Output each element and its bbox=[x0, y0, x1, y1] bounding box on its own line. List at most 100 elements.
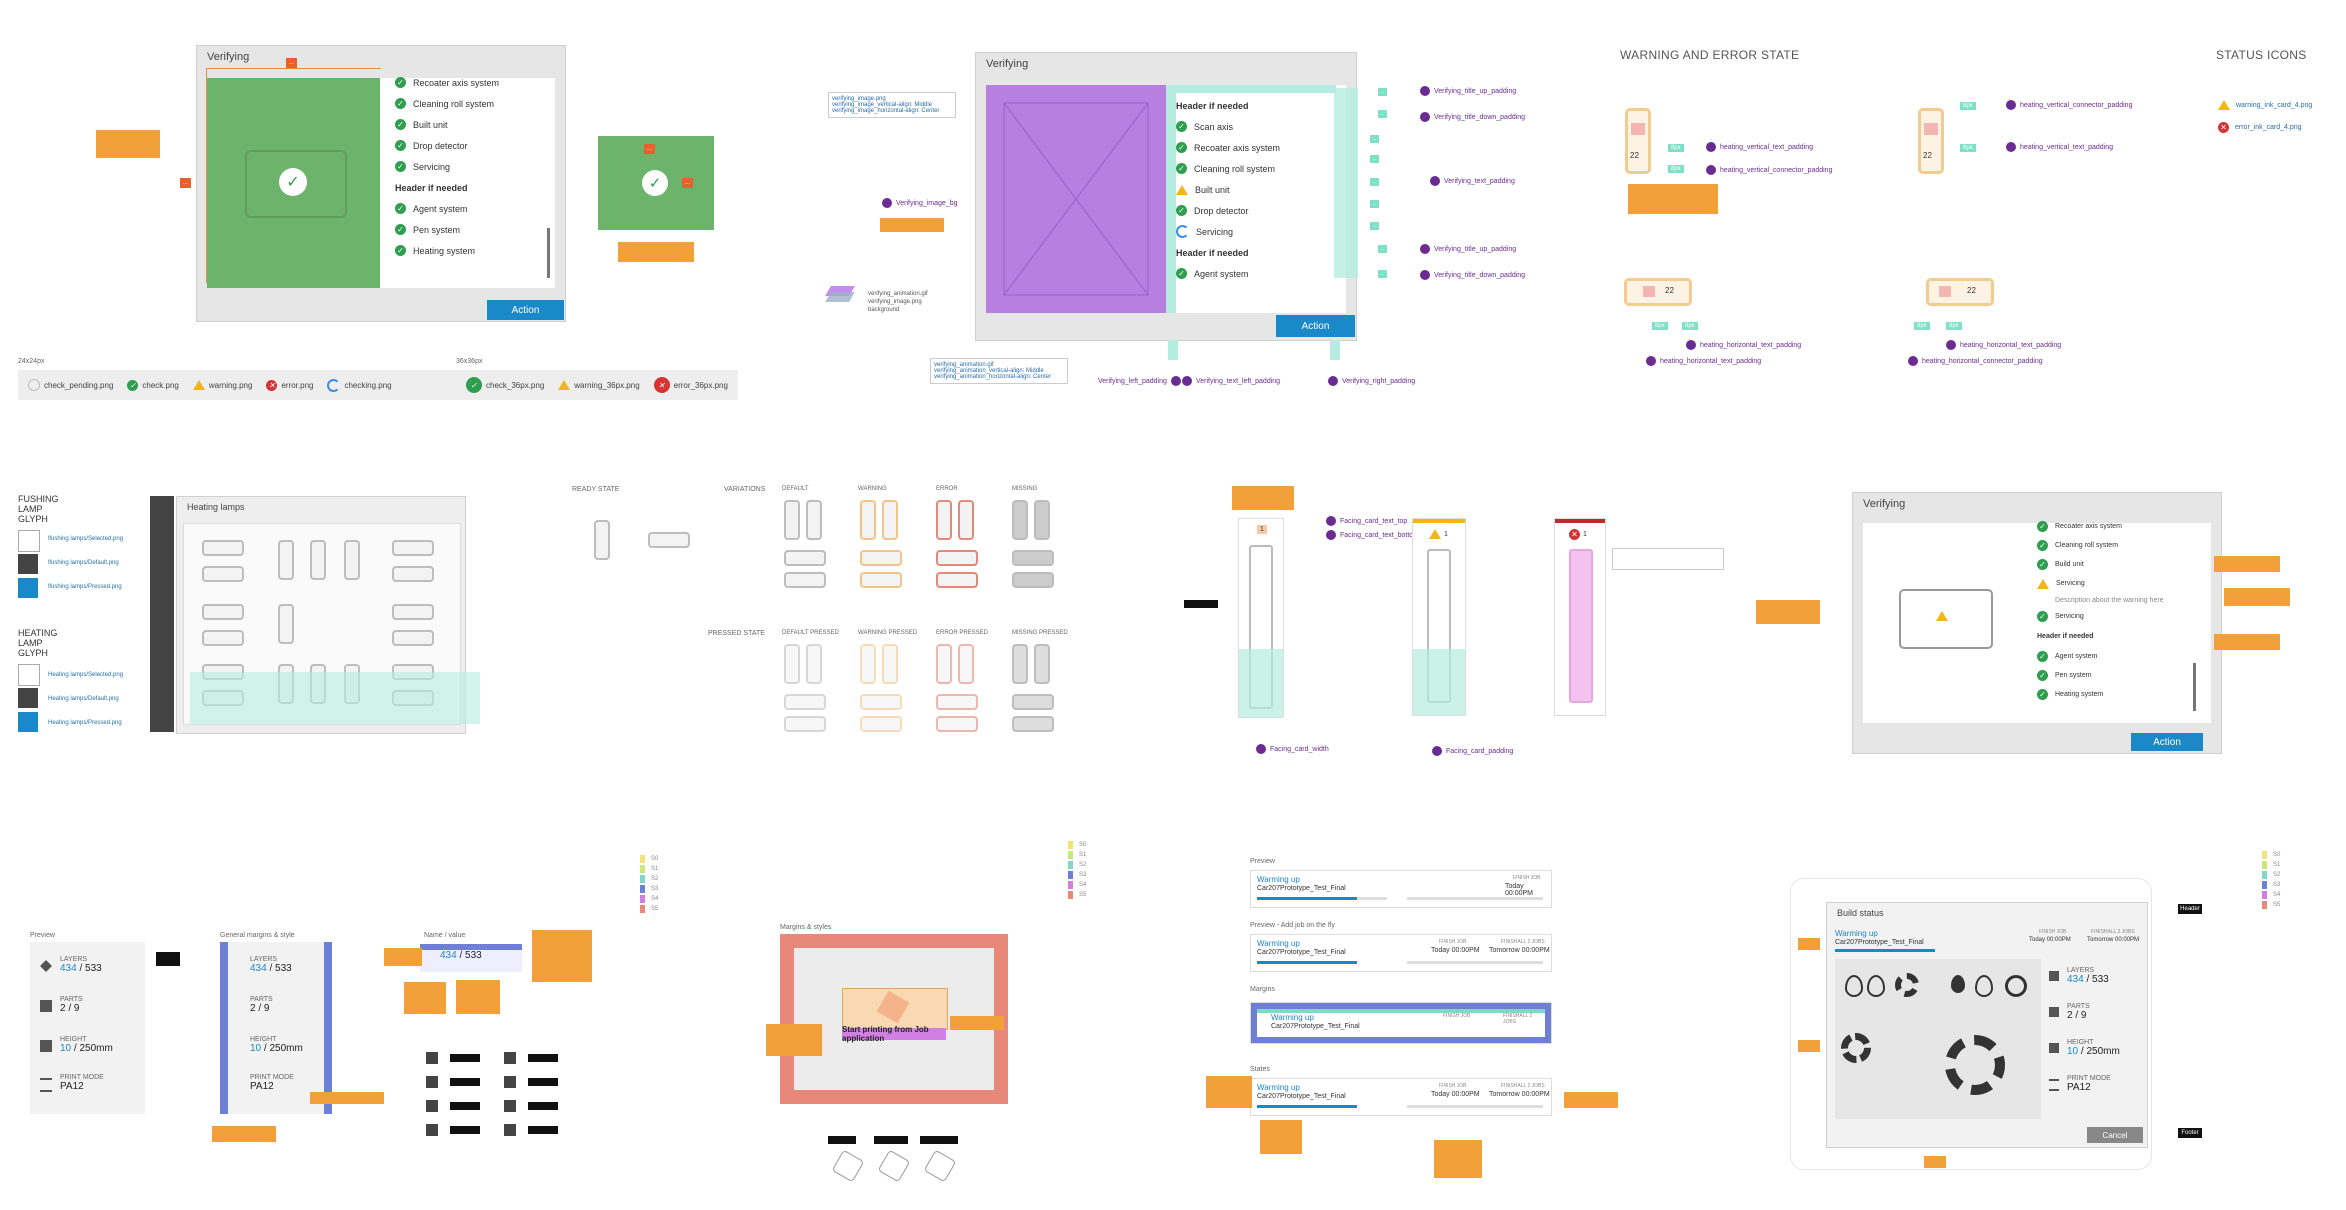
spec-tag bbox=[310, 1092, 384, 1104]
lamp-error-pressed bbox=[958, 644, 974, 684]
flushing-file: flushing lamps/Default.png bbox=[48, 560, 119, 566]
lamp-warning bbox=[882, 500, 898, 540]
lamp-error bbox=[936, 550, 978, 566]
action-button[interactable]: Action bbox=[487, 300, 564, 320]
heating-lamp[interactable] bbox=[392, 540, 434, 556]
heating-lamp[interactable] bbox=[202, 630, 244, 646]
heating-lamp[interactable] bbox=[392, 630, 434, 646]
name-value-sample: 434 / 533 bbox=[420, 944, 522, 972]
edit-pen-icon bbox=[1420, 244, 1430, 254]
spec-tag: .. bbox=[1370, 222, 1380, 230]
check-36-icon: ✓ bbox=[642, 170, 668, 196]
annotation-title-down: Verifying_title_down_padding bbox=[1420, 112, 1525, 122]
job-name: Car207Prototype_Test_Final bbox=[1257, 949, 1346, 956]
finish-label: FINISH JOB bbox=[1443, 1013, 1471, 1019]
spec-tag bbox=[2214, 634, 2280, 650]
check-icon: ✓ bbox=[395, 140, 406, 151]
spec-tag bbox=[1756, 600, 1820, 624]
lamp-error bbox=[936, 572, 978, 588]
lamp-number: 22 bbox=[1630, 151, 1639, 160]
annotation-v-text: heating_vertical_text_padding bbox=[1706, 142, 1813, 152]
finish-label: FINISH JOB bbox=[1513, 875, 1541, 881]
action-button[interactable]: Action bbox=[2131, 733, 2203, 751]
header-tag: Header bbox=[2178, 904, 2202, 914]
spec-tag: .. bbox=[1378, 245, 1388, 253]
heating-lamp[interactable] bbox=[278, 540, 294, 580]
lamp-missing-pressed bbox=[1012, 716, 1054, 732]
ink-card-default: 1 bbox=[1238, 518, 1284, 718]
spec-tag: ... bbox=[644, 144, 656, 154]
lamp-warning-pressed bbox=[882, 644, 898, 684]
spec-tag bbox=[1232, 486, 1294, 510]
list-item: Pen system bbox=[413, 224, 461, 235]
edit-pen-icon bbox=[1908, 356, 1918, 366]
annotation-label: Verifying_image_bg bbox=[896, 199, 958, 207]
cancel-button[interactable]: Cancel bbox=[2087, 1127, 2143, 1143]
label-value-label: Name / value bbox=[424, 932, 466, 939]
layers-icon bbox=[2049, 971, 2059, 981]
parts-icon bbox=[40, 1000, 52, 1012]
list-item: Servicing bbox=[2056, 580, 2085, 587]
scrollbar[interactable] bbox=[2193, 663, 2196, 711]
verifying-image-warning bbox=[1863, 523, 2027, 723]
parts-icon bbox=[2049, 1007, 2059, 1017]
gear-icon bbox=[1945, 1035, 2005, 1095]
lamp-default-pressed bbox=[784, 694, 826, 710]
legend-swatch bbox=[1068, 891, 1073, 899]
heating-lamp[interactable] bbox=[344, 540, 360, 580]
heating-lamp[interactable] bbox=[392, 604, 434, 620]
window-title: Build status bbox=[1837, 908, 1884, 918]
heating-lamp[interactable] bbox=[202, 540, 244, 556]
padding-guide bbox=[1239, 649, 1283, 717]
annotation-title-down: Verifying_title_down_padding bbox=[1420, 270, 1525, 280]
spec-tag: ... bbox=[286, 58, 298, 68]
spec-tag bbox=[456, 980, 500, 1014]
annotation-h-text: heating_horizontal_text_padding bbox=[1946, 340, 2061, 350]
spec-tag: 8px bbox=[1652, 322, 1668, 330]
list-item: Build unit bbox=[2055, 561, 2084, 568]
lamp-default bbox=[784, 572, 826, 588]
check-icon: ✓ bbox=[2037, 540, 2048, 551]
placeholder-cross-icon bbox=[1003, 102, 1149, 296]
lamp-missing-pressed bbox=[1012, 644, 1028, 684]
job-status: Warming up bbox=[1835, 929, 1878, 938]
heating-lamp[interactable] bbox=[202, 566, 244, 582]
edit-pen-icon bbox=[1326, 516, 1336, 526]
heating-lamp[interactable] bbox=[202, 604, 244, 620]
warning-icon bbox=[2037, 578, 2049, 589]
icon-filename: error_ink_card_4.png bbox=[2235, 124, 2302, 131]
edit-pen-icon bbox=[1430, 176, 1440, 186]
list-item: Agent system bbox=[413, 203, 468, 214]
job-status: Warming up bbox=[1257, 939, 1300, 948]
print-mode-icon bbox=[40, 1078, 52, 1092]
heating-file: Heating lamps/Selected.png bbox=[48, 672, 124, 678]
spec-tag bbox=[1564, 1092, 1618, 1108]
col-default-pressed: DEFAULT PRESSED bbox=[782, 630, 839, 636]
annotation-h-connector: heating_horizontal_connector_padding bbox=[1908, 356, 2043, 366]
warning-icon bbox=[2218, 100, 2230, 110]
spec-note bbox=[1612, 548, 1724, 570]
spec-tag bbox=[384, 948, 422, 966]
heating-lamp[interactable] bbox=[310, 540, 326, 580]
icon-filename: warning_ink_card_4.png bbox=[2236, 101, 2313, 109]
check-icon: ✓ bbox=[395, 224, 406, 235]
annotation-label: Verifying_title_down_padding bbox=[1434, 271, 1526, 279]
scrollbar[interactable] bbox=[547, 228, 550, 278]
progress-bar bbox=[1257, 1105, 1357, 1108]
job-card: Warming up Car207Prototype_Test_Final FI… bbox=[1250, 934, 1552, 972]
action-button[interactable]: Action bbox=[1276, 315, 1355, 337]
annotation-label: heating_vertical_connector_padding bbox=[2020, 101, 2133, 109]
spacing-legend: S0 S1 S2 S3 S4 S5 bbox=[1068, 840, 1086, 900]
spec-tag bbox=[1434, 1140, 1482, 1178]
card-number: 1 bbox=[1444, 530, 1448, 538]
lamp-number: 22 bbox=[1923, 151, 1932, 160]
col-missing: MISSING bbox=[1012, 486, 1038, 492]
heating-lamp[interactable] bbox=[392, 566, 434, 582]
finishall-value: Tomorrow 00:00PM bbox=[1489, 1091, 1550, 1098]
heating-lamp[interactable] bbox=[278, 604, 294, 644]
legend-swatch bbox=[640, 905, 645, 913]
error-icon: ✕ bbox=[1569, 529, 1580, 540]
